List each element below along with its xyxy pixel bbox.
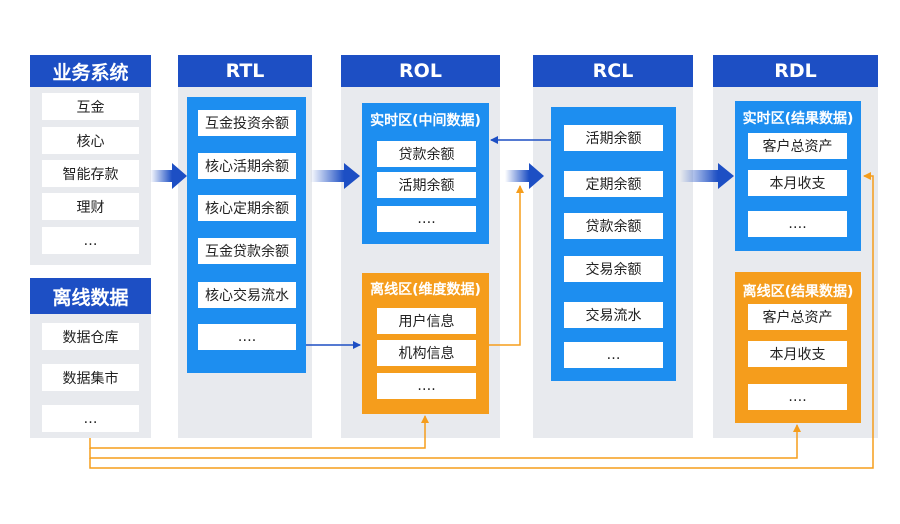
rtl-item-2: 核心定期余额 [198,195,296,221]
rcl-item-3: 交易余额 [564,256,663,282]
rcl-item-4: 交易流水 [564,302,663,328]
offline-item-more: … [42,405,139,432]
biz-item-smart-deposit: 智能存款 [42,160,139,187]
rdl-offline-item-2: …. [748,384,847,410]
arrow-rol-offline-to-rcl [489,185,524,346]
rol-realtime-title: 实时区(中间数据) [370,113,481,129]
rol-realtime-item-2: …. [377,206,476,232]
rdl-realtime-item-1: 本月收支 [748,170,847,196]
biz-item-more: … [42,227,139,254]
offline-item-warehouse: 数据仓库 [42,323,139,350]
biz-system-header: 业务系统 [30,55,151,87]
biz-item-core: 核心 [42,127,139,154]
rcl-panel [551,107,676,381]
rol-realtime-item-1: 活期余额 [377,172,476,198]
rdl-realtime-item-2: …. [748,211,847,237]
rcl-item-1: 定期余额 [564,171,663,197]
rcl-item-5: … [564,342,663,368]
rcl-item-2: 贷款余额 [564,213,663,239]
rdl-offline-item-0: 客户总资产 [748,304,847,330]
arrow-source-to-rol-offline [89,415,429,449]
rol-offline-item-1: 机构信息 [377,340,476,366]
arrow-source-to-rdl-realtime [89,172,874,469]
rol-header: ROL [341,55,500,87]
arrow-source-to-rtl [150,163,187,189]
rtl-item-3: 互金贷款余额 [198,238,296,264]
arrow-source-to-rdl-offline [89,424,801,459]
rtl-item-1: 核心活期余额 [198,153,296,179]
rol-offline-title: 离线区(维度数据) [370,282,481,298]
rtl-header: RTL [178,55,312,87]
arrow-rol-to-rcl [505,163,544,189]
rol-realtime-item-0: 贷款余额 [377,141,476,167]
rtl-item-0: 互金投资余额 [198,110,296,136]
offline-item-mart: 数据集市 [42,364,139,391]
biz-item-wealth: 理财 [42,193,139,220]
rdl-header: RDL [713,55,878,87]
rcl-header: RCL [533,55,693,87]
rtl-item-5: …. [198,324,296,350]
rcl-item-0: 活期余额 [564,125,663,151]
rtl-item-4: 核心交易流水 [198,282,296,308]
rol-offline-item-2: …. [377,373,476,399]
arrow-rtl-to-rol [310,163,360,189]
offline-data-header: 离线数据 [30,278,151,314]
rdl-offline-item-1: 本月收支 [748,341,847,367]
biz-item-hujin: 互金 [42,93,139,120]
rdl-realtime-title: 实时区(结果数据) [742,111,854,127]
rdl-offline-title: 离线区(结果数据) [742,284,854,300]
rdl-realtime-item-0: 客户总资产 [748,133,847,159]
arrow-rcl-to-rdl [680,163,734,189]
rol-offline-item-0: 用户信息 [377,308,476,334]
